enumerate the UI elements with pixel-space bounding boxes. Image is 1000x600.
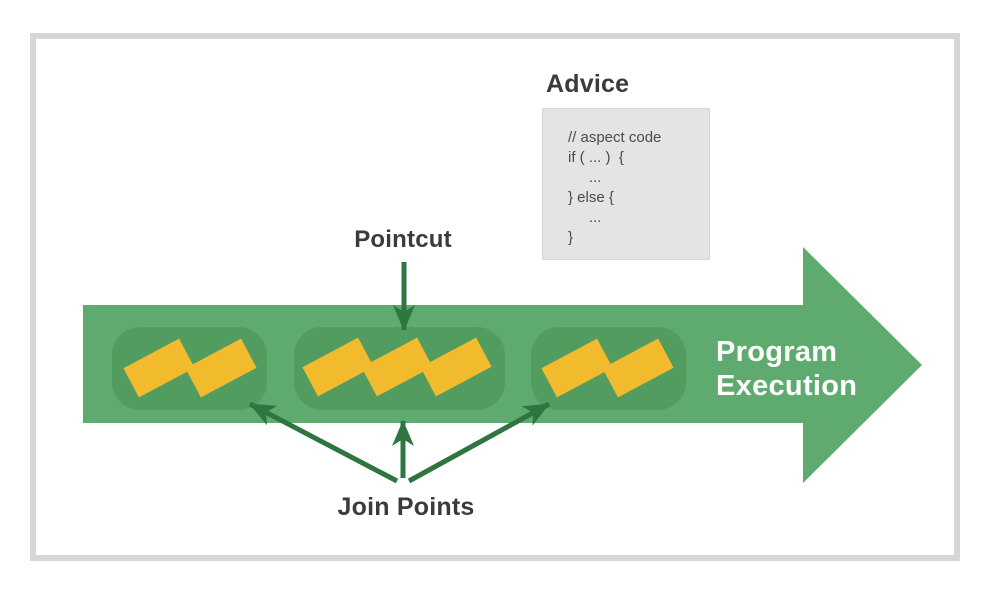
advice-code-line: } bbox=[568, 229, 574, 246]
advice-label: Advice bbox=[546, 70, 630, 98]
join-point-block bbox=[420, 337, 492, 397]
join-points-arrow-left bbox=[248, 401, 399, 484]
join-point-block bbox=[123, 338, 195, 398]
join-point-block bbox=[361, 337, 433, 397]
advice-code-line: ... bbox=[568, 209, 602, 226]
program-execution-label: Program Execution bbox=[716, 335, 857, 403]
advice-code-line: // aspect code bbox=[568, 129, 662, 146]
join-point-block bbox=[302, 337, 374, 397]
advice-code-box: // aspect code if ( ... ) { ... } else {… bbox=[542, 108, 710, 260]
advice-code-line: } else { bbox=[568, 189, 614, 206]
join-points-label: Join Points bbox=[337, 493, 475, 521]
program-execution-line2: Execution bbox=[716, 370, 858, 402]
join-point-block bbox=[185, 338, 257, 398]
advice-code-line: if ( ... ) { bbox=[568, 149, 624, 166]
frame-border bbox=[30, 33, 960, 561]
advice-code-line: ... bbox=[568, 169, 602, 186]
join-point-block bbox=[541, 338, 613, 398]
program-execution-line1: Program bbox=[716, 336, 838, 368]
join-point-blocks-layer bbox=[123, 337, 674, 398]
join-point-block bbox=[602, 338, 674, 398]
join-points-arrow-right bbox=[407, 401, 551, 484]
pointcut-label: Pointcut bbox=[354, 226, 452, 253]
